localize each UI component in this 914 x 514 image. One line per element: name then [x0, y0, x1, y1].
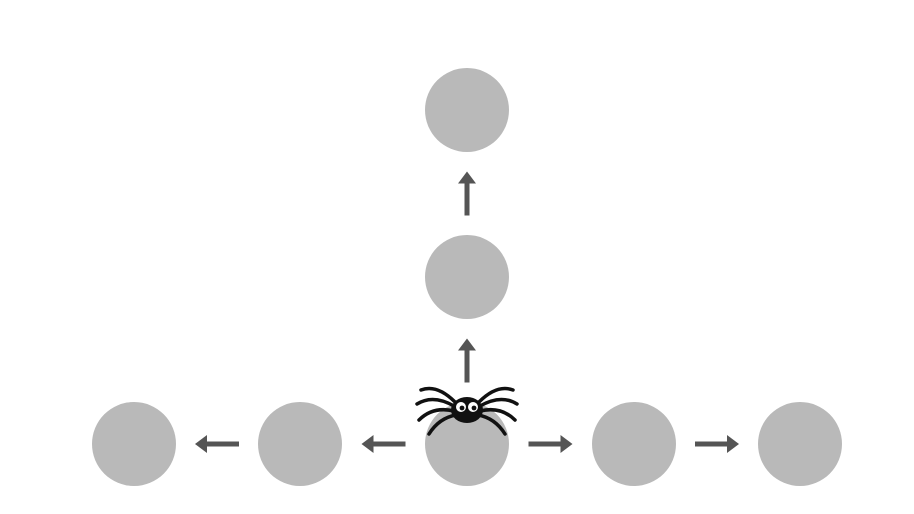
arrow-center-to-left-near [361, 435, 406, 453]
arrow-center-to-middle [458, 338, 476, 383]
arrow-middle-to-top [458, 171, 476, 216]
arrow-right-near-to-right-far [695, 435, 739, 453]
node-left-far [92, 402, 176, 486]
node-left-near [258, 402, 342, 486]
arrow-center-to-right-near [528, 435, 573, 453]
node-top [425, 68, 509, 152]
arrow-left-near-to-left-far [195, 435, 239, 453]
node-right-near [592, 402, 676, 486]
node-right-far [758, 402, 842, 486]
arrows-layer [195, 171, 739, 453]
spider-icon [415, 386, 519, 436]
node-center [425, 402, 509, 486]
node-middle [425, 235, 509, 319]
nodes-layer [92, 68, 842, 486]
